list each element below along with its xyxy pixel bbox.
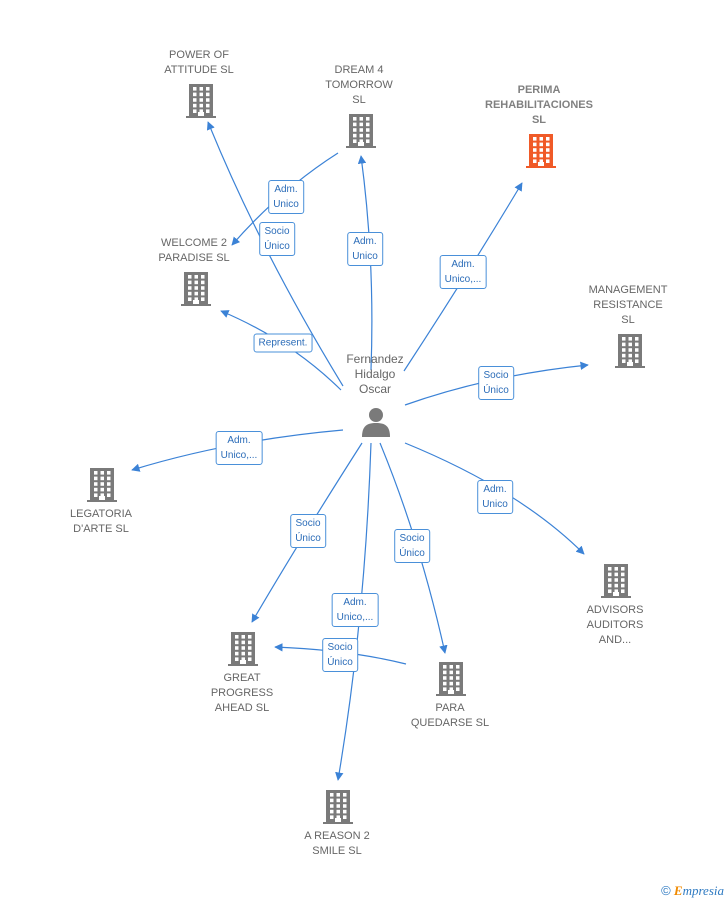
building-icon[interactable]	[346, 114, 376, 153]
e-dream-welcome-label[interactable]: Adm. Unico	[268, 180, 304, 214]
e-dream-label[interactable]: Adm. Unico	[347, 232, 383, 266]
company-label-power[interactable]: POWER OF ATTITUDE SL	[164, 49, 234, 76]
company-label-great[interactable]: GREAT PROGRESS AHEAD SL	[210, 672, 274, 714]
company-label-dream[interactable]: DREAM 4 TOMORROW SL	[325, 64, 393, 106]
brand-initial: E	[673, 883, 683, 898]
e-perima-label[interactable]: Adm. Unico,...	[439, 255, 487, 289]
building-icon[interactable]	[323, 790, 353, 829]
building-icon[interactable]	[601, 564, 631, 603]
e-para-label[interactable]: Socio Único	[394, 529, 430, 563]
person-label[interactable]: Fernandez Hidalgo Oscar	[346, 352, 404, 396]
company-label-legatoria[interactable]: LEGATORIA D'ARTE SL	[70, 508, 132, 535]
e-welcome-label[interactable]: Represent.	[253, 333, 313, 353]
e-great-label[interactable]: Socio Único	[290, 514, 326, 548]
e-reason-label[interactable]: Adm. Unico,...	[331, 593, 379, 627]
e-para-great-label[interactable]: Socio Único	[322, 638, 358, 672]
company-label-management[interactable]: MANAGEMENT RESISTANCE SL	[588, 284, 668, 326]
company-label-para[interactable]: PARA QUEDARSE SL	[410, 702, 490, 729]
building-icon[interactable]	[87, 468, 117, 507]
e-legatoria-label[interactable]: Adm. Unico,...	[215, 431, 263, 465]
company-label-perima[interactable]: PERIMA REHABILITACIONES SL	[485, 84, 593, 126]
building-icon[interactable]	[186, 84, 216, 123]
e-management-label[interactable]: Socio Único	[478, 366, 514, 400]
e-power-label[interactable]: Socio Único	[259, 222, 295, 256]
company-label-welcome[interactable]: WELCOME 2 PARADISE SL	[158, 237, 230, 264]
empresia-watermark: © Empresia	[661, 883, 724, 899]
company-label-advisors[interactable]: ADVISORS AUDITORS AND...	[586, 604, 644, 646]
person-icon[interactable]	[361, 406, 391, 438]
building-icon[interactable]	[436, 662, 466, 701]
building-icon[interactable]	[526, 134, 556, 173]
brand-name: mpresia	[682, 883, 724, 898]
company-label-reason[interactable]: A REASON 2 SMILE SL	[304, 830, 370, 857]
building-icon[interactable]	[181, 272, 211, 311]
building-icon[interactable]	[228, 632, 258, 671]
copyright-icon: ©	[661, 883, 671, 898]
building-icon[interactable]	[615, 334, 645, 373]
e-advisors-label[interactable]: Adm. Unico	[477, 480, 513, 514]
